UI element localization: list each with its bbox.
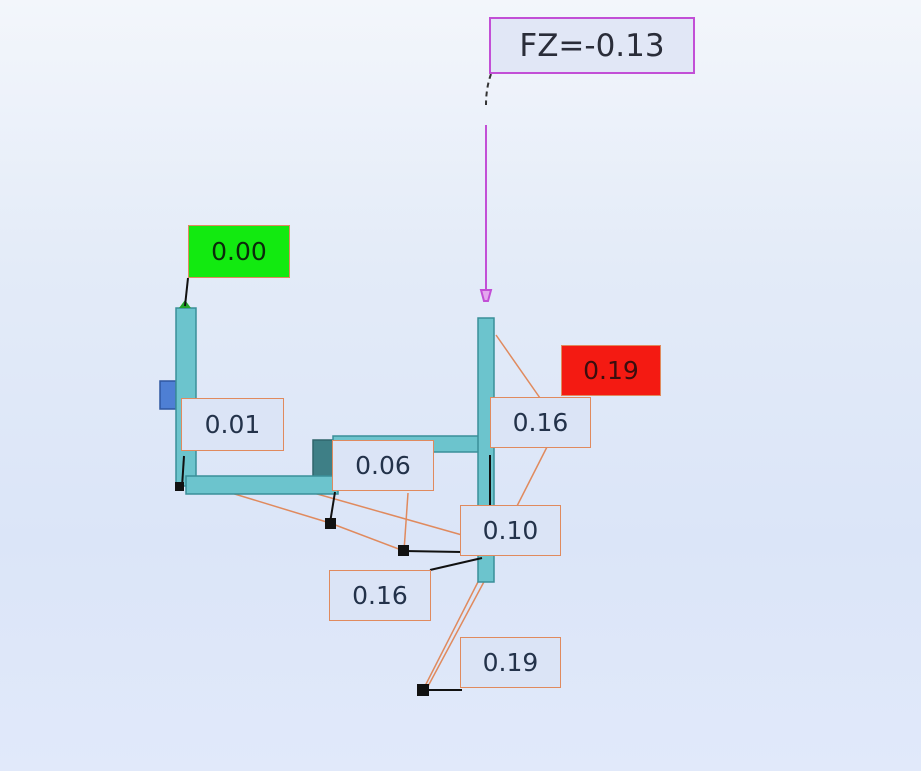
value-label: 0.16 [490,397,591,448]
node [325,518,336,529]
node [417,684,429,696]
leader-lines [227,334,549,691]
nodes [175,482,429,696]
flange [312,439,334,479]
value-label: 0.19 [460,637,561,688]
value-label: 0.01 [181,398,284,451]
node [398,545,409,556]
label-connectors [181,277,561,691]
pipe-bottom-run [185,475,339,495]
support-plate [159,380,177,410]
value-label: 0.10 [460,505,561,556]
pipe-left-riser [175,307,197,487]
value-label-min: 0.00 [188,225,290,278]
value-label: 0.06 [332,440,434,491]
value-label: 0.16 [329,570,431,621]
force-label: FZ=-0.13 [489,17,695,74]
force-arrow [479,125,493,302]
value-label-max: 0.19 [561,345,661,396]
force-leader [485,73,492,106]
node [175,482,184,491]
